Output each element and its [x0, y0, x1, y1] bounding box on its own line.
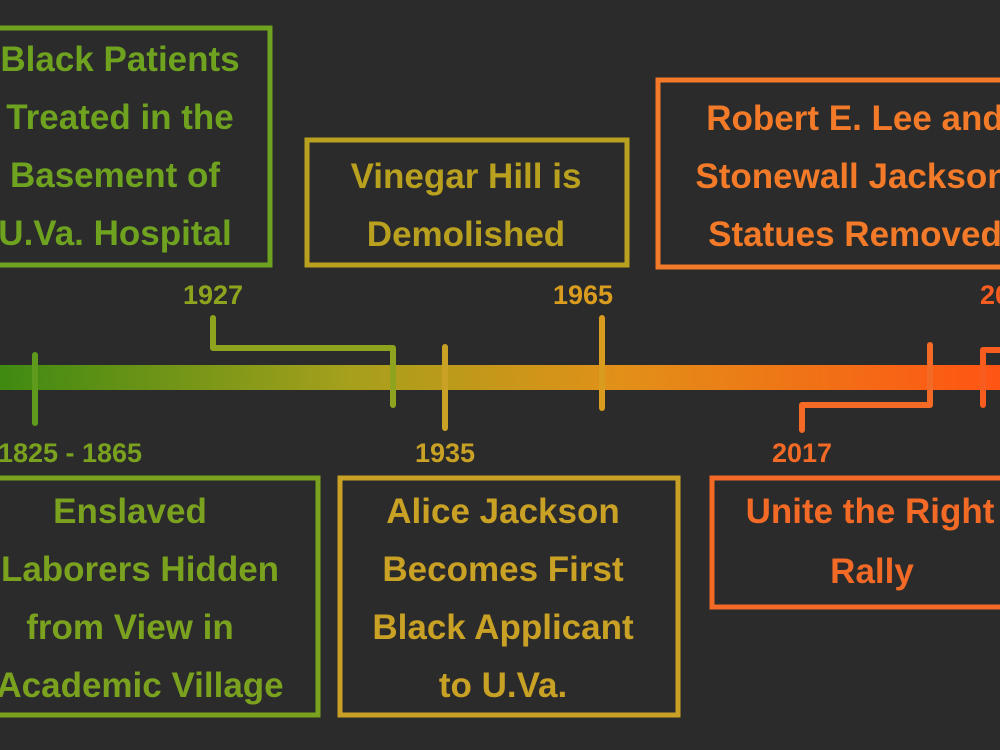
event-line: Black Applicant: [372, 608, 634, 647]
event-box-alice-jackson: Alice Jackson Becomes First Black Applic…: [337, 475, 681, 718]
event-line: Basement of: [10, 156, 220, 195]
connector-2021: [980, 347, 1000, 408]
year-label: 1825 - 1865: [0, 438, 142, 468]
connector-2017: [799, 342, 933, 433]
event-line: Statues Removed: [708, 215, 1000, 254]
event-line: Robert E. Lee and: [706, 99, 1000, 138]
event-line: Vinegar Hill is: [351, 157, 582, 196]
connector-1927: [210, 315, 396, 408]
event-box-unite-the-right: Unite the Right Rally: [709, 475, 1000, 610]
year-label: 2017: [772, 438, 832, 468]
event-line: Becomes First: [382, 550, 624, 589]
event-line: from View in: [26, 608, 233, 647]
event-box-vinegar-hill: Vinegar Hill is Demolished: [304, 137, 630, 268]
event-line: Demolished: [367, 215, 565, 254]
year-label: 1935: [415, 438, 475, 468]
event-line: Academic Village: [0, 666, 284, 705]
event-box-statues: Robert E. Lee and Stonewall Jackson Stat…: [655, 77, 1000, 270]
event-line: Enslaved: [53, 492, 207, 531]
year-label: 2021: [980, 280, 1000, 310]
event-box-black-patients: Black Patients Treated in the Basement o…: [0, 25, 273, 268]
event-line: Treated in the: [6, 98, 234, 137]
event-line: Alice Jackson: [386, 492, 619, 531]
event-box-enslaved: Enslaved Laborers Hidden from View in Ac…: [0, 475, 321, 718]
year-label: 1965: [553, 280, 613, 310]
event-line: Rally: [830, 552, 914, 591]
timeline-bar: [0, 365, 1000, 390]
event-line: to U.Va.: [439, 666, 567, 705]
year-label: 1927: [183, 280, 243, 310]
event-line: Black Patients: [0, 40, 239, 79]
event-line: U.Va. Hospital: [0, 214, 232, 253]
event-line: Unite the Right: [746, 492, 995, 531]
event-line: Laborers Hidden: [1, 550, 279, 589]
event-line: Stonewall Jackson: [695, 157, 1000, 196]
